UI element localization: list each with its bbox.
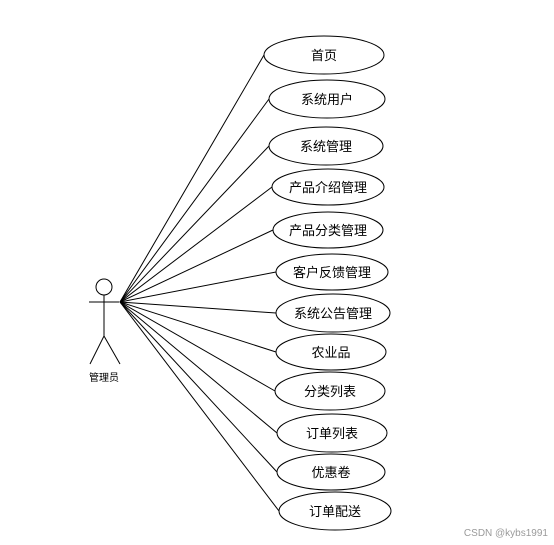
use-case-node: 产品介绍管理 xyxy=(271,168,385,206)
association-line xyxy=(119,271,277,303)
use-case-nodes: 首页系统用户系统管理产品介绍管理产品分类管理客户反馈管理系统公告管理农业品分类列… xyxy=(263,35,392,531)
use-case-label: 系统用户 xyxy=(301,92,353,108)
use-case-ellipse xyxy=(268,126,384,166)
use-case-node: 系统用户 xyxy=(268,79,386,119)
association-line xyxy=(119,301,276,392)
use-case-ellipse xyxy=(276,413,388,453)
use-case-ellipse xyxy=(272,211,384,249)
use-case-node: 系统管理 xyxy=(268,126,384,166)
use-case-ellipse xyxy=(263,35,385,75)
use-case-label: 订单配送 xyxy=(309,505,361,520)
association-line xyxy=(119,301,280,512)
actor-head xyxy=(95,278,113,296)
use-case-label: 首页 xyxy=(311,49,337,64)
use-case-label: 产品分类管理 xyxy=(289,224,367,239)
use-case-ellipse xyxy=(275,293,391,333)
actor-stick-figure: 管理员 xyxy=(89,278,121,384)
association-line xyxy=(119,145,270,303)
watermark: CSDN @kybs1991 xyxy=(463,528,548,539)
use-case-ellipse xyxy=(275,253,389,291)
use-case-label: 客户反馈管理 xyxy=(293,265,371,281)
use-case-ellipse xyxy=(268,79,386,119)
use-case-ellipse xyxy=(276,453,386,491)
use-case-ellipse xyxy=(278,491,392,531)
association-line xyxy=(119,301,277,353)
use-case-node: 客户反馈管理 xyxy=(275,253,389,291)
use-case-label: 优惠卷 xyxy=(311,465,350,481)
use-case-label: 产品介绍管理 xyxy=(289,181,367,196)
use-case-label: 订单列表 xyxy=(306,427,358,442)
use-case-ellipse xyxy=(275,333,387,371)
actor-right-leg xyxy=(103,335,121,365)
actor-label: 管理员 xyxy=(89,371,119,384)
use-case-node: 分类列表 xyxy=(274,371,386,411)
use-case-node: 订单配送 xyxy=(278,491,392,531)
use-case-ellipse xyxy=(271,168,385,206)
use-case-label: 农业品 xyxy=(311,346,350,361)
use-case-label: 分类列表 xyxy=(304,385,356,400)
association-lines xyxy=(119,54,280,512)
association-line xyxy=(119,301,278,434)
use-case-node: 产品分类管理 xyxy=(272,211,384,249)
use-case-node: 订单列表 xyxy=(276,413,388,453)
use-case-label: 系统管理 xyxy=(300,140,352,155)
use-case-label: 系统公告管理 xyxy=(294,307,372,322)
actor-left-leg xyxy=(89,335,105,365)
association-line xyxy=(119,54,265,303)
association-line xyxy=(119,186,273,303)
use-case-node: 首页 xyxy=(263,35,385,75)
use-case-node: 优惠卷 xyxy=(276,453,386,491)
association-line xyxy=(119,98,270,303)
association-line xyxy=(119,229,274,303)
use-case-node: 系统公告管理 xyxy=(275,293,391,333)
use-case-node: 农业品 xyxy=(275,333,387,371)
association-line xyxy=(119,301,277,314)
association-line xyxy=(119,301,278,473)
use-case-ellipse xyxy=(274,371,386,411)
